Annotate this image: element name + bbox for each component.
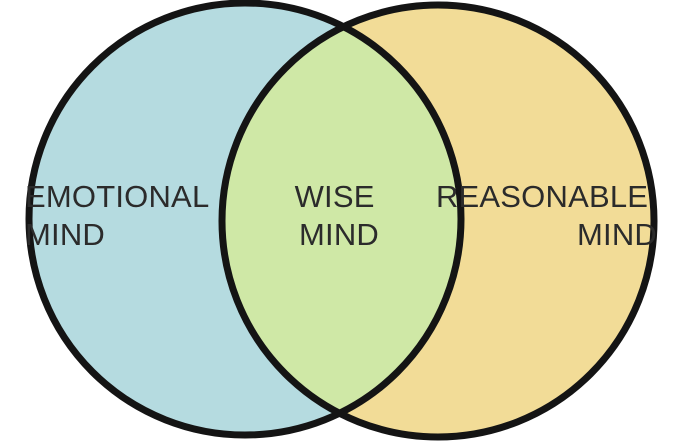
wise-mind-label-line2: MIND	[299, 217, 379, 252]
wise-mind-label-line1: WISE	[295, 179, 375, 214]
emotional-mind-label: EMOTIONAL MIND	[25, 179, 217, 252]
reasonable-mind-label-line1: REASONABLE	[436, 179, 648, 214]
wise-mind-label: WISE MIND	[295, 179, 384, 252]
reasonable-mind-label-line2: MIND	[577, 217, 657, 252]
reasonable-mind-circle-outline	[218, 1, 658, 441]
emotional-mind-label-line2: MIND	[25, 217, 105, 252]
emotional-mind-circle-outline	[25, 0, 465, 439]
emotional-mind-label-line1: EMOTIONAL	[25, 179, 209, 214]
reasonable-mind-label: REASONABLE MIND	[436, 179, 657, 252]
wise-mind-intersection	[222, 5, 461, 435]
